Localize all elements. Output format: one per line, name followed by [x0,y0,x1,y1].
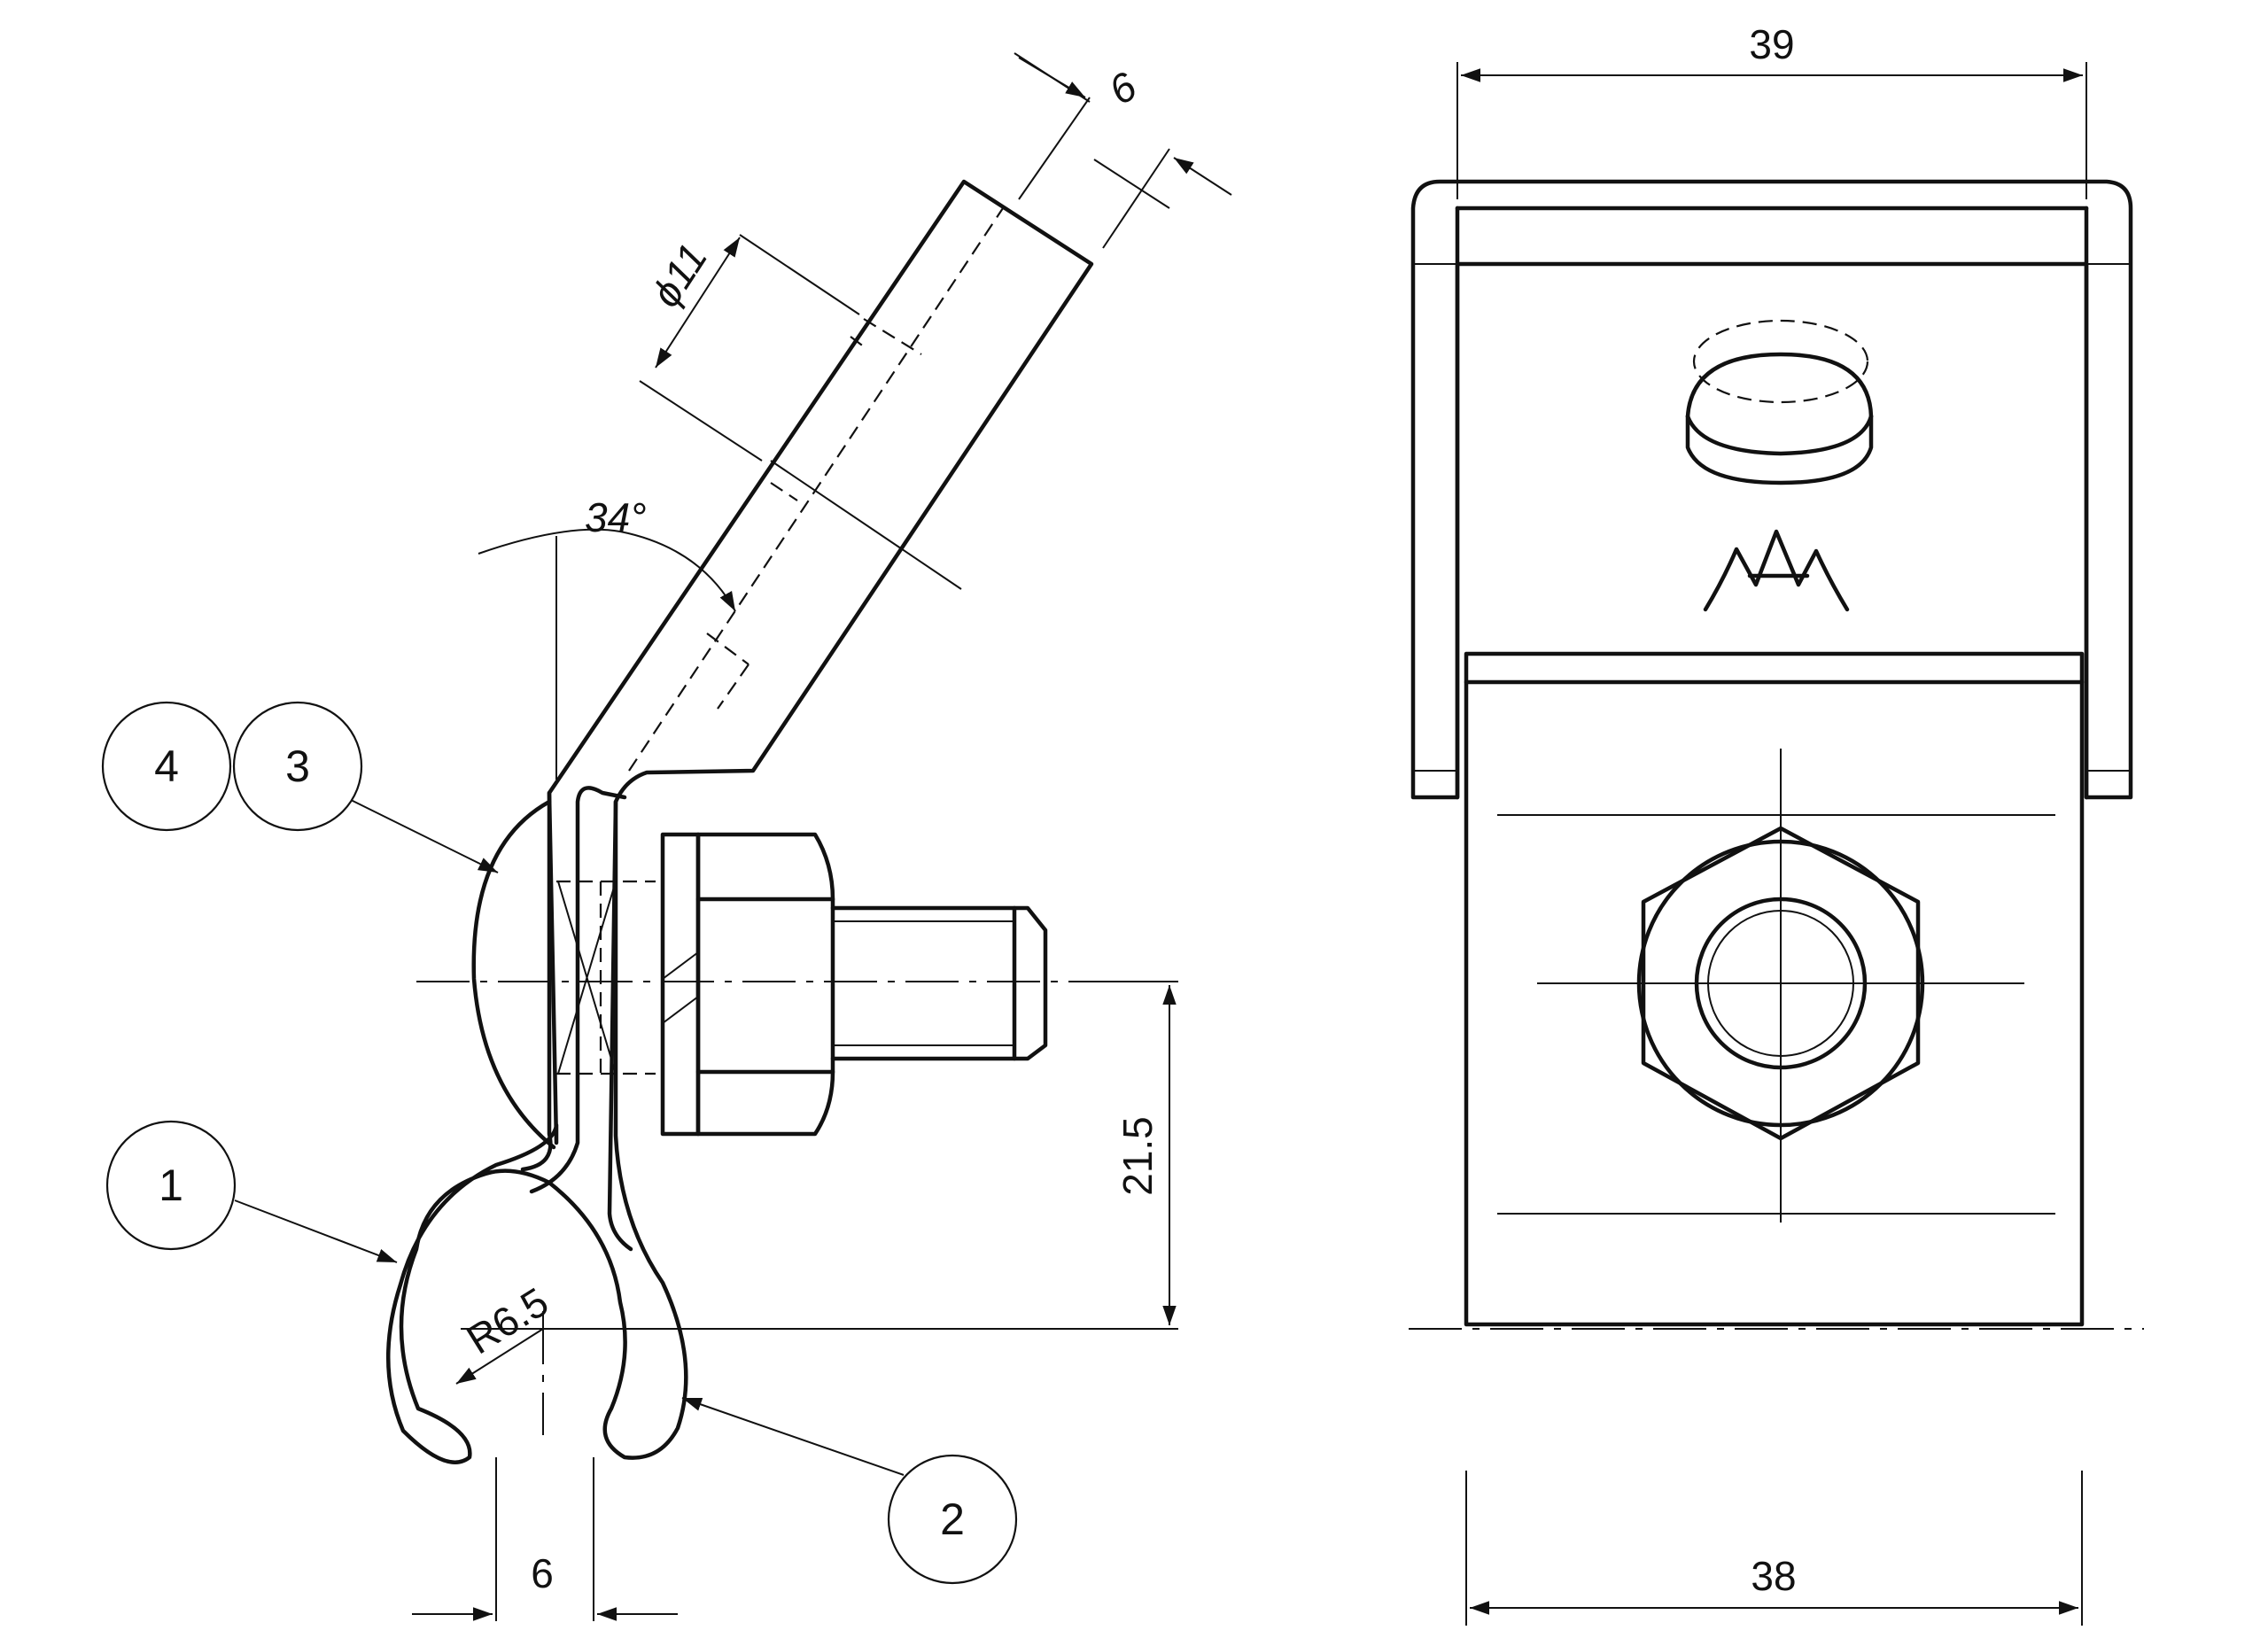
upper-hole [1685,319,1874,485]
maker-logo-icon [1703,529,1850,612]
arm-hole-marks [770,318,962,590]
inner-plate [529,786,627,1194]
lower-plate [1464,651,2085,1327]
dim-hole: ϕ11 [639,234,860,462]
balloon-1: 1 [105,1120,237,1251]
leader-2 [681,1397,905,1476]
upper-bracket-outline [1410,179,2133,800]
balloon-4: 4 [101,701,232,832]
dim-radius-label: R6.5 [459,1278,556,1363]
dim-slot-label: 6 [531,1550,554,1596]
dim-bottom-width-label: 38 [1751,1553,1796,1599]
leader-1 [234,1199,398,1263]
balloon-2: 2 [887,1454,1018,1585]
dim-top-width-label: 39 [1749,21,1794,67]
dim-thickness: 6 [1014,52,1232,249]
hole-hidden-lines [556,880,656,1075]
dim-bottom-width: 38 [1465,1471,2083,1626]
svg-text:2: 2 [940,1494,965,1544]
dim-height-label: 21.5 [1115,1116,1161,1196]
dim-radius: R6.5 [455,1278,556,1385]
svg-text:1: 1 [159,1161,183,1210]
hex-nut-side [662,832,835,1137]
balloon-3: 3 [232,701,363,832]
dim-top-width: 39 [1456,21,2087,199]
arm-inner-line [520,790,553,1172]
svg-text:3: 3 [285,741,310,791]
side-view: 21.5 6 R6.5 34° ϕ11 [101,52,1232,1621]
washer [660,832,701,1137]
angled-arm-outline [386,179,1094,1464]
svg-text:4: 4 [154,741,179,791]
arm-hidden-lines [628,207,1004,772]
leader-3 [345,796,499,873]
dim-height: 21.5 [1099,981,1178,1330]
rivet-dome [471,799,556,1150]
dim-angle-label: 34° [585,494,647,540]
dim-slot: 6 [412,1457,678,1621]
inner-plate-2 [607,799,633,1252]
front-view: 39 38 [1409,21,2144,1626]
dim-angle: 34° [478,494,736,780]
dim-hole-label: ϕ11 [642,236,717,315]
dim-thickness-label: 6 [1100,63,1145,114]
bolt-shank [830,905,1048,1061]
